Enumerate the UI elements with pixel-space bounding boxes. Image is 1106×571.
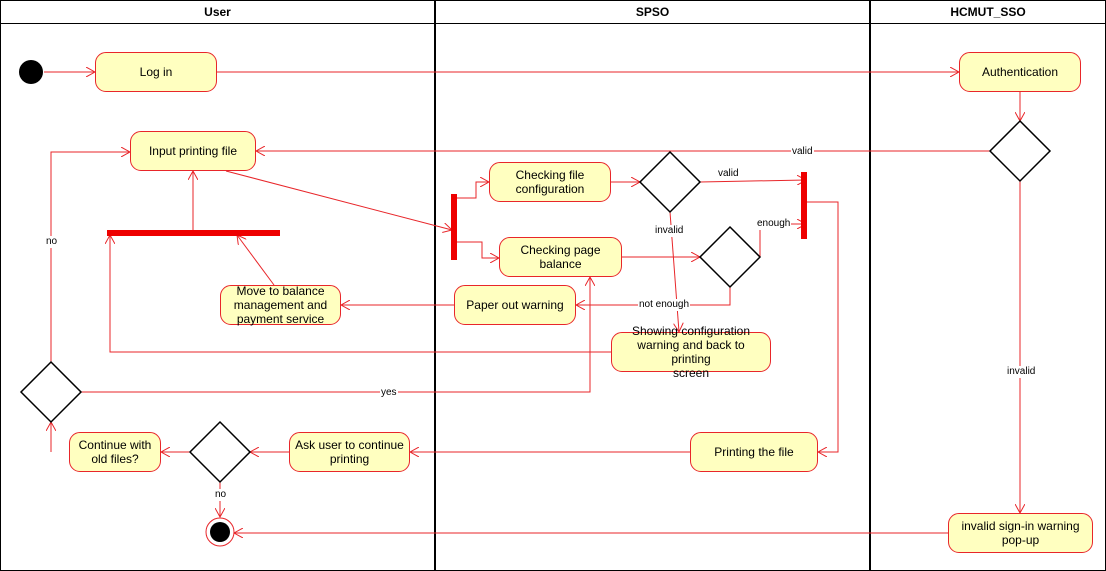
edge-join-to-printing — [805, 201, 839, 452]
action-paper-out-warning: Paper out warning — [454, 285, 576, 325]
action-move-to-balance-management: Move to balance management and payment s… — [220, 284, 341, 326]
action-ask-user-continue: Ask user to continue printing — [289, 432, 410, 472]
label-continue-no: no — [214, 489, 228, 501]
label-config-valid: valid — [717, 168, 740, 180]
edge-oldfiles-no — [50, 152, 130, 362]
decision-balance — [698, 225, 762, 289]
action-continue-with-old-files: Continue with old files? — [69, 432, 161, 472]
label-old-files-no: no — [45, 236, 59, 248]
label-balance-enough: enough — [756, 218, 792, 230]
decision-config — [638, 150, 702, 214]
action-checking-page-balance: Checking page balance — [499, 237, 622, 277]
edge-input-to-fork — [225, 170, 452, 230]
action-invalid-sign-in-warning: invalid sign-in warning pop-up — [948, 513, 1093, 553]
fork-bar-checks — [451, 194, 457, 260]
edge-config-valid — [699, 180, 806, 182]
decision-continue — [188, 420, 252, 484]
action-checking-file-configuration: Checking file configuration — [489, 162, 611, 202]
action-show-configuration-warning: Showing configuration warning and back t… — [611, 324, 771, 380]
decision-auth — [988, 119, 1052, 183]
label-auth-valid: valid — [791, 146, 814, 158]
edge-fork-to-config — [457, 182, 489, 199]
lane-title-user: User — [204, 4, 231, 19]
edge-balance-not-enough — [576, 287, 731, 305]
edge-fork-to-balance — [457, 241, 499, 258]
decision-old-files — [19, 360, 83, 424]
join-bar-input — [107, 230, 280, 236]
join-bar-checks — [801, 172, 807, 239]
start-node — [19, 60, 43, 84]
edge-move-to-join — [237, 235, 275, 286]
edge-oldfiles-yes — [81, 277, 590, 393]
action-log-in: Log in — [95, 52, 217, 92]
label-balance-not-enough: not enough — [638, 299, 691, 311]
edge-warning-to-join — [110, 235, 611, 353]
label-continue-yes: yes — [380, 387, 398, 399]
end-node — [210, 522, 230, 542]
label-config-invalid: invalid — [654, 225, 685, 237]
lane-title-hcmut-sso: HCMUT_SSO — [950, 4, 1026, 19]
lane-title-spso: SPSO — [635, 4, 670, 19]
action-input-printing-file: Input printing file — [130, 131, 256, 171]
action-printing-the-file: Printing the file — [690, 432, 818, 472]
label-auth-invalid: invalid — [1006, 366, 1037, 378]
action-authentication: Authentication — [959, 52, 1081, 92]
